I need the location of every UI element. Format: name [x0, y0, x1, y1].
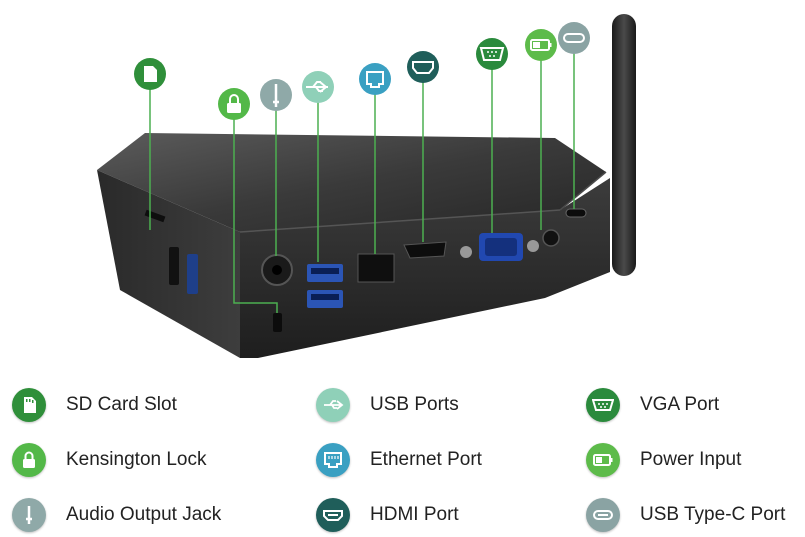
- marker-power: [525, 29, 557, 61]
- ethernet-icon: [316, 443, 350, 477]
- port-legend: SD Card Slot Kensington Lock Audio Outpu…: [0, 372, 805, 537]
- marker-ethernet: [359, 63, 391, 95]
- legend-item-sd-card: SD Card Slot: [12, 385, 177, 425]
- legend-label: USB Type-C Port: [640, 504, 786, 525]
- legend-item-ethernet: Ethernet Port: [316, 440, 482, 480]
- legend-label: Audio Output Jack: [66, 504, 222, 525]
- callout-lines: [149, 52, 575, 313]
- legend-item-vga: VGA Port: [586, 385, 719, 425]
- sd-card-icon: [12, 388, 46, 422]
- ports: [144, 208, 587, 332]
- legend-item-kensington-lock: Kensington Lock: [12, 440, 207, 480]
- legend-label: USB Ports: [370, 394, 459, 415]
- hdmi-icon: [316, 498, 350, 532]
- legend-label: Kensington Lock: [66, 449, 207, 470]
- callout-markers: [134, 22, 590, 120]
- marker-kensington-lock: [218, 88, 250, 120]
- lock-icon: [12, 443, 46, 477]
- legend-label: SD Card Slot: [66, 394, 177, 415]
- vga-icon: [586, 388, 620, 422]
- marker-audio-jack: [260, 79, 292, 111]
- mini-pc-body: [97, 133, 610, 358]
- legend-label: HDMI Port: [370, 504, 459, 525]
- legend-item-power: Power Input: [586, 440, 741, 480]
- battery-icon: [586, 443, 620, 477]
- usb-c-icon: [586, 498, 620, 532]
- device-diagram: [97, 14, 636, 358]
- marker-usb-c: [558, 22, 590, 54]
- usb-icon: [316, 388, 350, 422]
- marker-usb: [302, 71, 334, 103]
- marker-sd-card: [134, 58, 166, 90]
- legend-item-usb-c: USB Type-C Port: [586, 495, 785, 535]
- legend-item-usb: USB Ports: [316, 385, 459, 425]
- audio-jack-icon: [12, 498, 46, 532]
- marker-vga: [476, 38, 508, 70]
- legend-label: VGA Port: [640, 394, 720, 415]
- legend-label: Ethernet Port: [370, 449, 482, 470]
- legend-item-audio-jack: Audio Output Jack: [12, 495, 221, 535]
- legend-label: Power Input: [640, 449, 742, 470]
- legend-item-hdmi: HDMI Port: [316, 495, 459, 535]
- marker-hdmi: [407, 51, 439, 83]
